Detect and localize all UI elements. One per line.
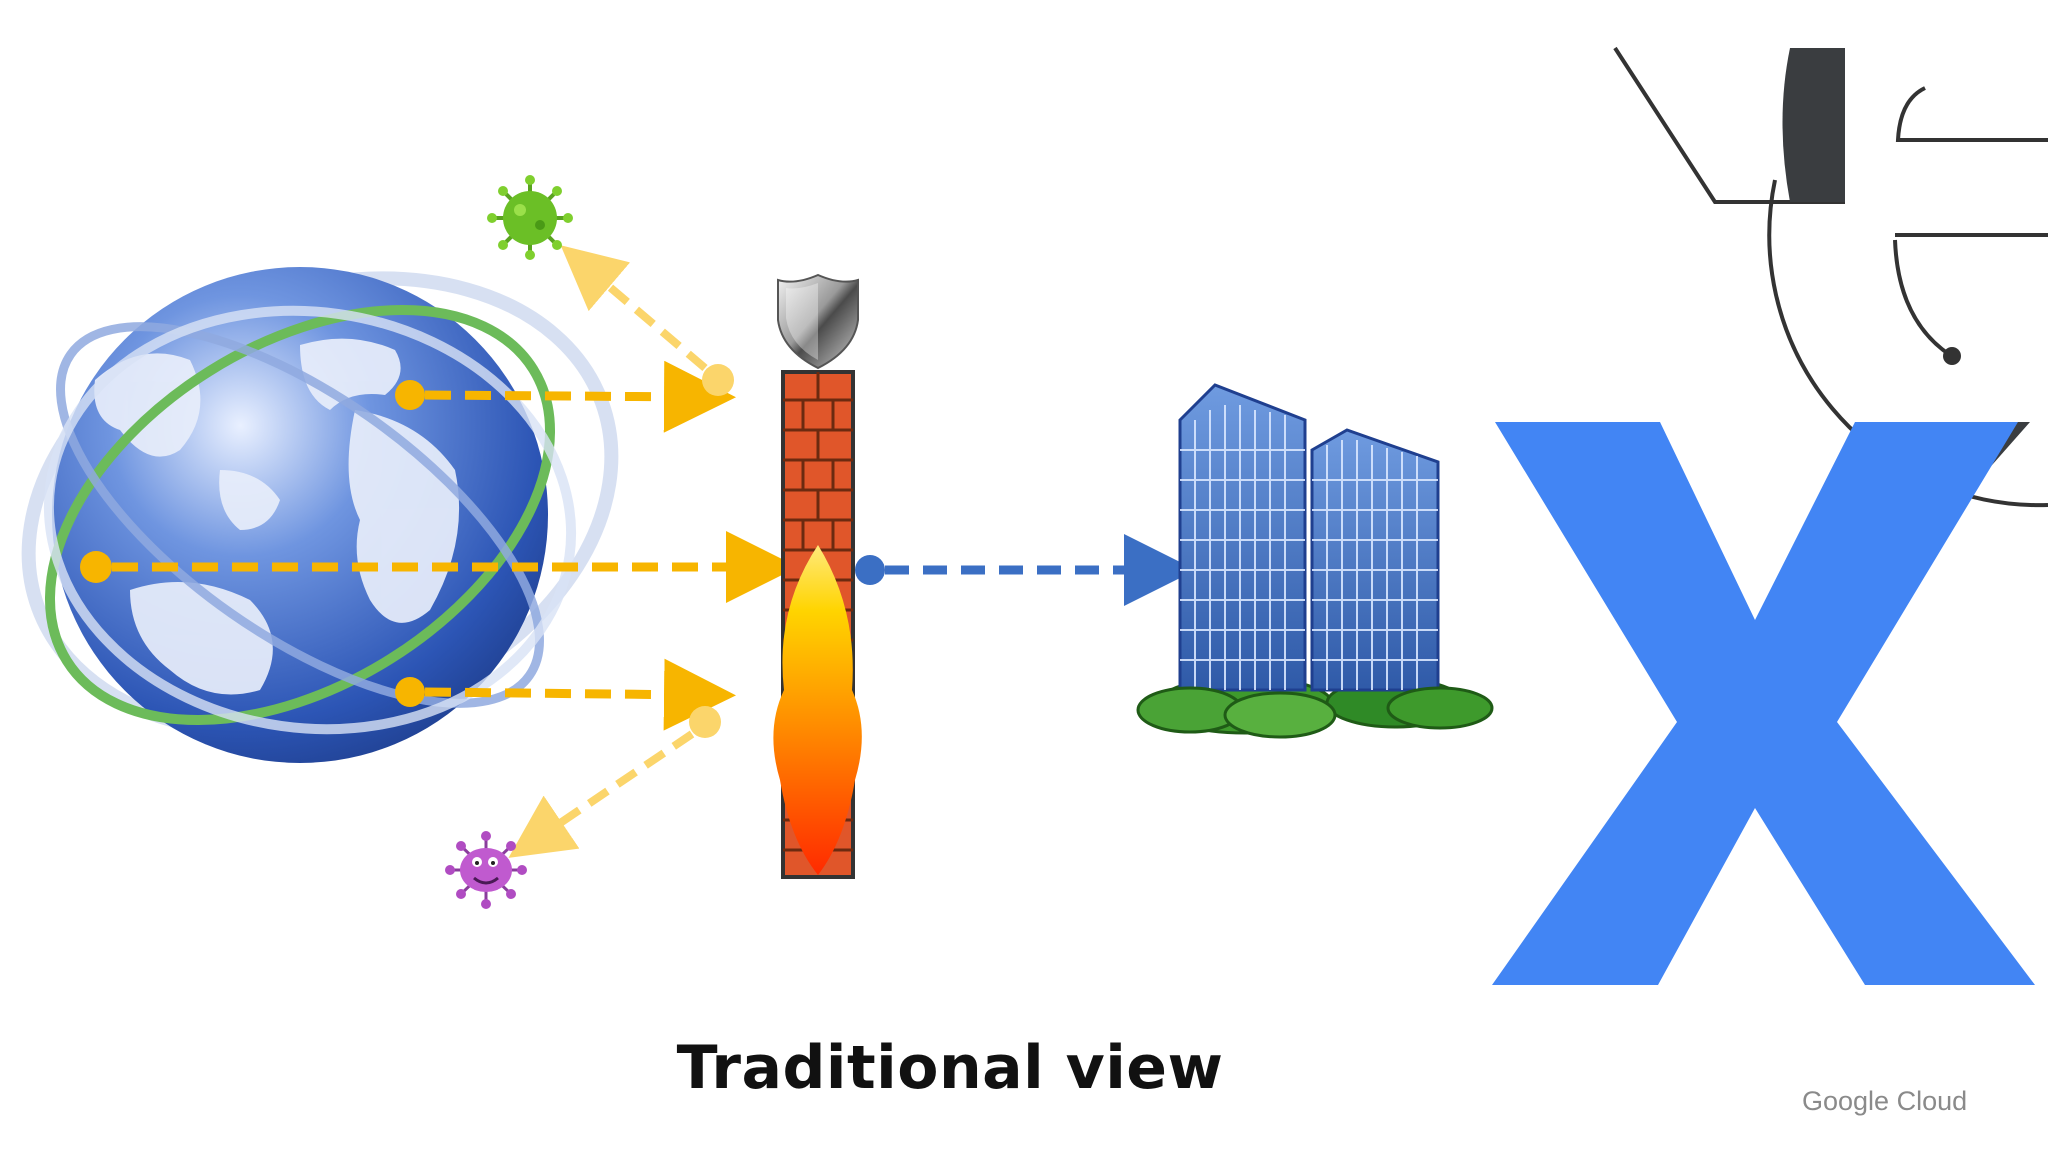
globe-icon <box>21 267 619 763</box>
arrow-deflected-to-virus <box>560 245 734 396</box>
shield-icon <box>777 273 859 370</box>
x-mark-icon <box>1492 422 2035 985</box>
arrow-internet-to-firewall-top <box>395 360 736 433</box>
brick-firewall-icon <box>773 370 862 879</box>
bug-icon <box>445 831 527 909</box>
arrow-deflected-to-malware <box>508 706 721 858</box>
arrow-firewall-to-network <box>855 534 1196 606</box>
slide-caption: Traditional view <box>676 1033 1224 1103</box>
google-cloud-logo: Google Cloud <box>1802 1086 1968 1116</box>
office-buildings-icon <box>1136 383 1494 739</box>
arrow-internet-to-firewall-middle <box>80 531 798 603</box>
virus-icon <box>487 175 573 260</box>
arrow-internet-to-firewall-bottom <box>395 658 736 731</box>
